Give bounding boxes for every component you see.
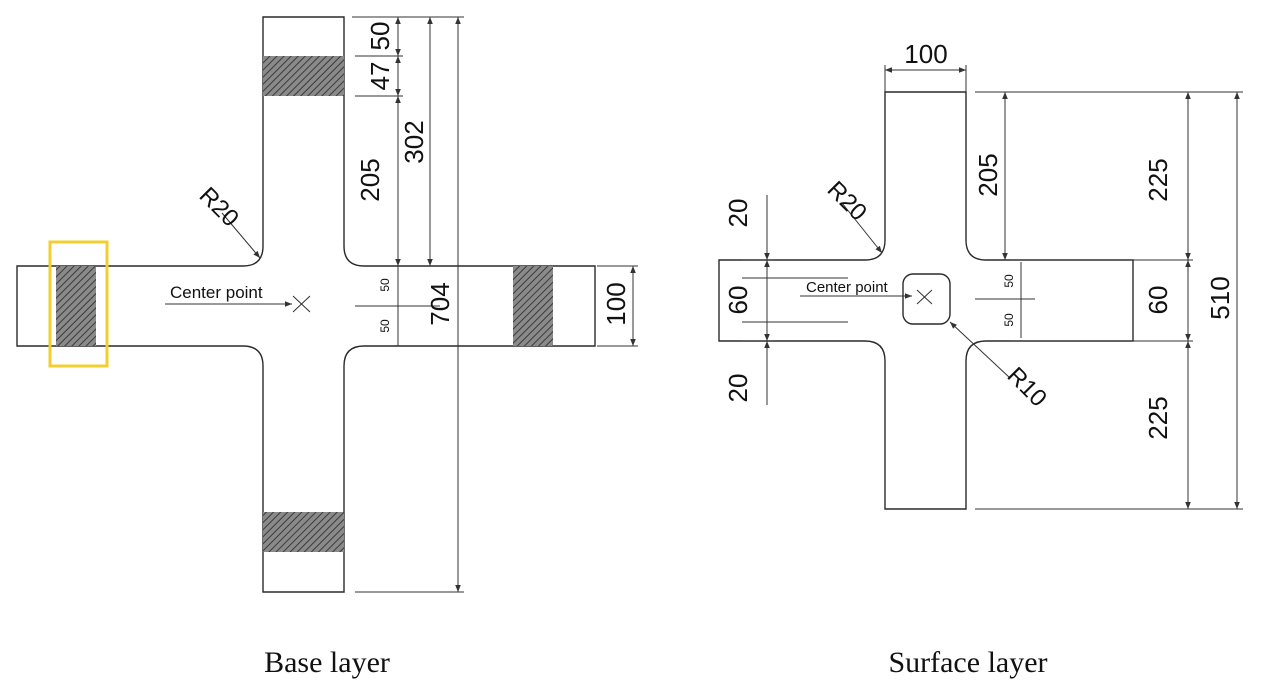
hatch-top — [263, 56, 344, 96]
base-cross-outline — [16, 16, 596, 593]
surface-dim-50-up: 50 — [1002, 274, 1016, 288]
base-dim-50-down: 50 — [378, 319, 392, 333]
surface-center-label: Center point — [806, 279, 889, 296]
surface-caption: Surface layer — [888, 646, 1047, 679]
highlight-box — [48, 240, 109, 368]
hatch-bottom — [263, 512, 344, 552]
surface-radius-r10: R10 — [1002, 362, 1052, 412]
surface-cross-outline — [718, 91, 1134, 510]
surface-radius-r20: R20 — [822, 176, 872, 226]
base-dim-50-top: 50 — [365, 22, 395, 51]
surface-dim-510: 510 — [1205, 276, 1235, 319]
base-dim-704: 704 — [425, 282, 455, 325]
surface-dim-50-down: 50 — [1002, 313, 1016, 327]
surface-dim-225-bottom: 225 — [1143, 396, 1173, 439]
surface-dim-205: 205 — [973, 153, 1003, 196]
surface-dim-225-top: 225 — [1143, 158, 1173, 201]
surface-dim-100: 100 — [904, 39, 947, 69]
surface-dim-20-bottom: 20 — [723, 374, 753, 403]
base-dim-205: 205 — [355, 158, 385, 201]
hatch-right — [513, 266, 553, 346]
base-dim-302: 302 — [399, 120, 429, 163]
base-dim-47: 47 — [365, 62, 395, 91]
center-square — [902, 273, 951, 325]
surface-layer-drawing: 100 205 225 60 510 225 20 60 20 50 50 R2… — [718, 39, 1243, 679]
hatch-left — [56, 266, 96, 346]
surface-dim-20-top: 20 — [723, 199, 753, 228]
base-dim-50-up: 50 — [378, 278, 392, 292]
surface-dim-60-left: 60 — [723, 286, 753, 315]
base-center-label: Center point — [170, 283, 263, 302]
base-radius-label: R20 — [194, 182, 244, 232]
base-caption: Base layer — [264, 646, 390, 679]
surface-dim-60-right: 60 — [1143, 286, 1173, 315]
base-layer-drawing: 50 47 205 302 704 100 50 50 R20 Center p… — [16, 16, 638, 679]
base-dim-100: 100 — [601, 282, 631, 325]
